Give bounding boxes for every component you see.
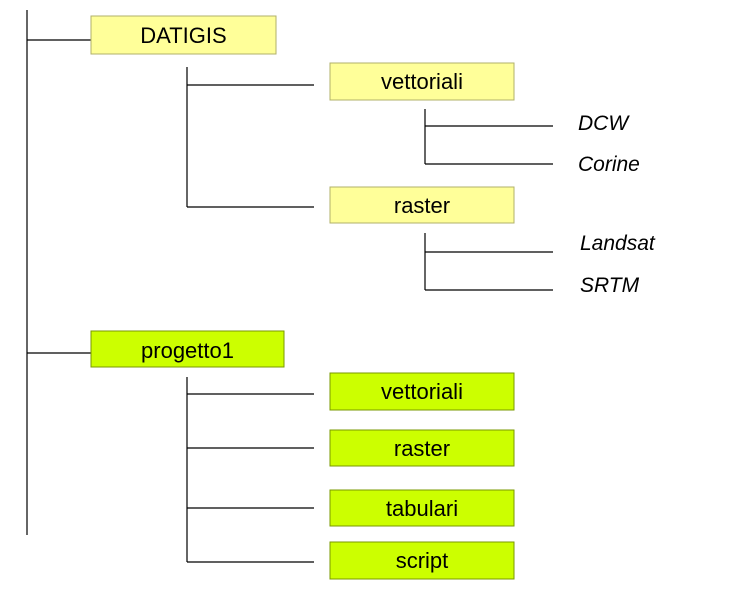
leaf-dcw: DCW (578, 112, 630, 135)
progetto1-vettoriali-label: vettoriali (381, 379, 463, 404)
progetto1-raster-box (329, 429, 515, 467)
progetto1-box (90, 330, 285, 368)
datigis-raster-node: raster (329, 186, 515, 224)
progetto1-script-label: script (396, 548, 449, 573)
progetto1-node: progetto1 (90, 330, 285, 368)
datigis-box (90, 15, 277, 55)
datigis-raster-box (329, 186, 515, 224)
progetto1-raster-node: raster (329, 429, 515, 467)
progetto1-tabulari-node: tabulari (329, 489, 515, 527)
datigis-vettoriali-node: vettoriali (329, 62, 515, 101)
progetto1-vettoriali-box (329, 372, 515, 411)
progetto1-script-node: script (329, 541, 515, 580)
leaf-srtm: SRTM (580, 274, 640, 297)
datigis-raster-label: raster (394, 193, 450, 218)
progetto1-raster-label: raster (394, 436, 450, 461)
progetto1-label: progetto1 (141, 338, 234, 363)
datigis-vettoriali-box (329, 62, 515, 101)
progetto1-tabulari-label: tabulari (386, 496, 458, 521)
progetto1-vettoriali-node: vettoriali (329, 372, 515, 411)
connector-lines (26, 10, 553, 563)
leaf-corine: Corine (578, 153, 640, 176)
datigis-vettoriali-label: vettoriali (381, 69, 463, 94)
progetto1-script-box (329, 541, 515, 580)
leaf-landsat: Landsat (580, 232, 656, 255)
datigis-node: DATIGIS (90, 15, 277, 55)
progetto1-tabulari-box (329, 489, 515, 527)
datigis-label: DATIGIS (140, 23, 226, 48)
